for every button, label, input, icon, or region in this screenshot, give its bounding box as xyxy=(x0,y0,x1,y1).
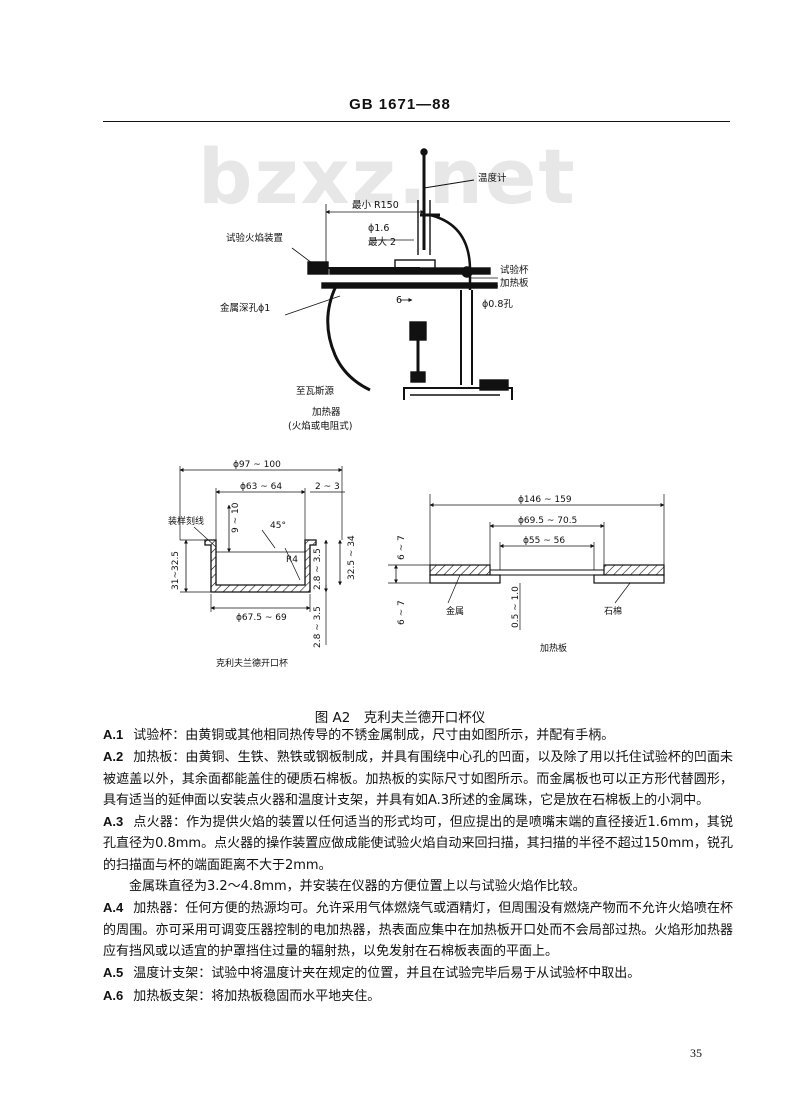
label-phi-69-5-70-5: ϕ69.5 ~ 70.5 xyxy=(518,516,577,526)
label-asbestos: 石棉 xyxy=(604,605,622,617)
header-rule xyxy=(103,121,730,122)
label-phi-0-8: ϕ0.8孔 xyxy=(482,299,513,310)
label-dim-6-7-bottom: 6 ~ 7 xyxy=(397,600,407,625)
label-phi-67-5-69: ϕ67.5 ~ 69 xyxy=(236,613,287,623)
paragraph-label: A.4 xyxy=(103,900,124,916)
label-flame-device: 试验火焰装置 xyxy=(226,232,283,244)
paragraph-a5: A.5 温度计支架：试验中将温度计夹在规定的位置，并且在试验完毕后易于从试验杯中取… xyxy=(103,962,733,984)
label-metal-hole: 金属深孔ϕ1 xyxy=(220,302,270,314)
label-heater-type: (火焰或电阻式) xyxy=(288,420,352,432)
label-dim-2-8-3-5-top: 2.8 ~ 3.5 xyxy=(313,548,323,590)
plate-labels: ϕ146 ~ 159 ϕ69.5 ~ 70.5 ϕ55 ~ 56 6 ~ 7 6… xyxy=(397,495,622,654)
paragraph-text: 金属珠直径为3.2～4.8mm，并安装在仪器的方便位置上以与试验火焰作比较。 xyxy=(129,879,586,895)
paragraph-a6: A.6 加热板支架：将加热板稳固而水平地夹住。 xyxy=(103,985,733,1007)
label-phi-146-159: ϕ146 ~ 159 xyxy=(518,495,572,505)
label-test-cup: 试验杯 xyxy=(500,264,529,276)
plate-caption: 加热板 xyxy=(540,642,567,654)
label-fill-line: 装样刻线 xyxy=(168,515,204,527)
paragraph-label: A.6 xyxy=(103,987,124,1003)
paragraph-text: 试验杯：由黄铜或其他相同热传导的不锈金属制成，尺寸由如图所示，并配有手柄。 xyxy=(133,728,615,743)
label-phi-63-64: ϕ63 ~ 64 xyxy=(240,482,282,492)
label-heater: 加热器 xyxy=(312,406,341,418)
label-phi-1-6: ϕ1.6 xyxy=(368,223,389,234)
label-to-gas: 至瓦斯源 xyxy=(296,385,335,397)
apparatus-labels: 温度计 最小 R150 试验火焰装置 ϕ1.6 最大 2 试验杯 加热板 金属深… xyxy=(220,172,529,432)
paragraph-label: A.2 xyxy=(103,749,124,765)
plate-drawing xyxy=(388,494,665,630)
label-max-2: 最大 2 xyxy=(368,236,396,248)
watermark: bzxz.net xyxy=(198,132,577,221)
paragraph-text: 加热板支架：将加热板稳固而水平地夹住。 xyxy=(133,988,381,1004)
paragraph-a1: A.1 试验杯：由黄铜或其他相同热传导的不锈金属制成，尺寸由如图所示，并配有手柄。 xyxy=(103,724,733,746)
label-thermometer: 温度计 xyxy=(478,172,507,184)
label-angle-45: 45° xyxy=(270,521,286,531)
figure-caption: 图 A2 克利夫兰德开口杯仪 xyxy=(314,710,486,726)
label-min-radius: 最小 R150 xyxy=(352,200,399,211)
label-dim-0-5-1-0: 0.5 ~ 1.0 xyxy=(511,586,521,628)
paragraph-text: 加热器：任何方便的热源均可。允许采用气体燃烧气或酒精灯，但周围没有燃烧产物而不允… xyxy=(103,901,733,959)
label-dim-2-8-3-5-bottom: 2.8 ~ 3.5 xyxy=(313,606,323,648)
label-dim-2-3: 2 ~ 3 xyxy=(315,482,340,492)
label-dim-31-32-5: 31~32.5 xyxy=(171,551,181,590)
paragraph-label: A.5 xyxy=(103,965,124,981)
label-dim-6-7-top: 6 ~ 7 xyxy=(397,535,407,560)
apparatus-drawing xyxy=(284,148,513,400)
paragraph-label: A.1 xyxy=(103,727,124,742)
figure-drawings: 温度计 最小 R150 试验火焰装置 ϕ1.6 最大 2 试验杯 加热板 金属深… xyxy=(168,148,665,669)
paragraph-text: 点火器：作为提供火焰的装置以任何适当的形式均可，但应提出的是喷嘴末端的直径接近1… xyxy=(103,815,733,873)
page-header: GB 1671—88 xyxy=(349,96,451,113)
paragraph-text: 加热板：由黄铜、生铁、熟铁或钢板制成，并具有围绕中心孔的凹面，以及除了用以托住试… xyxy=(103,750,733,808)
label-dim-32-5-34: 32.5 ~ 34 xyxy=(347,535,357,580)
cup-labels: ϕ97 ~ 100 ϕ63 ~ 64 2 ~ 3 装样刻线 9 ~ 10 45°… xyxy=(168,460,357,669)
page-number: 35 xyxy=(690,1046,702,1060)
label-phi-55-56: ϕ55 ~ 56 xyxy=(523,536,565,546)
label-dim-9-10: 9 ~ 10 xyxy=(231,502,241,533)
label-metal: 金属 xyxy=(446,605,464,617)
body-text: A.1 试验杯：由黄铜或其他相同热传导的不锈金属制成，尺寸由如图所示，并配有手柄。… xyxy=(103,724,733,1007)
cup-caption: 克利夫兰德开口杯 xyxy=(216,657,288,669)
label-dim-6: 6 xyxy=(396,295,402,306)
label-phi-97-100: ϕ97 ~ 100 xyxy=(233,460,281,470)
label-radius-r4: R4 xyxy=(286,555,298,565)
label-heating-plate: 加热板 xyxy=(500,277,529,289)
paragraph-metal-bead: 金属珠直径为3.2～4.8mm，并安装在仪器的方便位置上以与试验火焰作比较。 xyxy=(103,876,733,897)
cup-drawing xyxy=(179,466,345,645)
paragraph-text: 温度计支架：试验中将温度计夹在规定的位置，并且在试验完毕后易于从试验杯中取出。 xyxy=(133,966,641,982)
paragraph-label: A.3 xyxy=(103,814,124,830)
